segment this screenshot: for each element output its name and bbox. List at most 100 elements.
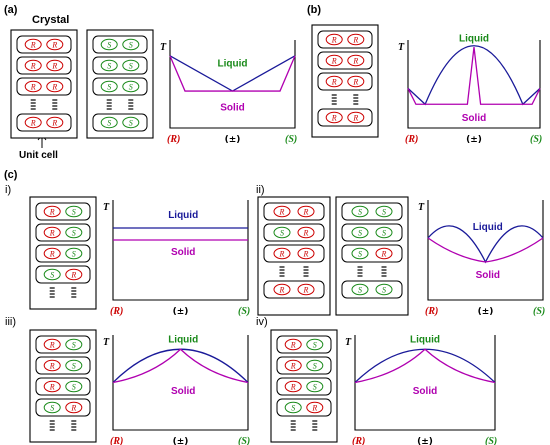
molecule-ellipse [100,80,118,93]
solidus-line [169,55,296,92]
molecule-ellipse [325,54,343,67]
solid-label: Solid [171,386,195,397]
molecule-label: R [51,40,57,49]
ellipsis-dashes [49,287,77,298]
molecule-ellipse [351,283,369,296]
molecule-ellipse [306,338,324,351]
molecule-label: R [381,249,387,258]
molecule-ellipse [325,111,343,124]
molecule-ellipse [65,268,83,281]
molecule-label: R [49,207,55,216]
x-label-r: (R) [425,306,438,317]
molecule-ellipse [65,338,83,351]
molecule-label: S [72,361,76,370]
ellipsis-dashes [331,94,359,105]
molecule-ellipse [347,111,365,124]
molecule-r: R [65,401,83,414]
molecule-r: R [46,80,64,93]
molecule-s: S [100,116,118,129]
molecule-s: S [43,268,61,281]
molecule-ellipse [347,33,365,46]
liquid-label: Liquid [168,210,198,221]
molecule-label: S [107,118,111,127]
molecule-ellipse [100,116,118,129]
molecule-label: R [290,382,296,391]
unit-cell-label: Unit cell [19,150,58,161]
molecule-ellipse [65,247,83,260]
molecule-label: S [107,61,111,70]
x-label-r: (R) [110,436,123,445]
liquid-label: Liquid [168,335,198,346]
liquid-label: Liquid [459,33,489,44]
molecule-label: S [291,403,295,412]
molecule-label: R [51,82,57,91]
molecule-ellipse [273,247,291,260]
molecule-label: R [352,35,358,44]
unit-cell-box [341,202,403,221]
molecule-label: R [303,285,309,294]
molecule-r: R [297,283,315,296]
molecule-s: S [306,338,324,351]
molecule-r: R [297,205,315,218]
molecule-label: S [358,228,362,237]
molecule-label: S [107,82,111,91]
molecule-ellipse [325,75,343,88]
x-label-r: (R) [352,436,365,445]
molecule-label: S [382,228,386,237]
x-label-s: (S) [533,306,545,317]
molecule-label: R [279,249,285,258]
unit-cell-box [263,280,325,299]
ellipsis-dashes [279,266,309,277]
molecule-label: S [50,403,54,412]
unit-cell-box [341,244,403,263]
molecule-s: S [43,401,61,414]
unit-cell-box [263,223,325,242]
axis-t-label: T [103,202,110,213]
molecule-label: S [382,207,386,216]
molecule-s: S [65,359,83,372]
panel-label-c: (c) [4,169,18,181]
x-label-racemic: (±) [173,307,189,317]
molecule-s: S [375,283,393,296]
molecule-ellipse [347,54,365,67]
graph-frame [169,40,296,129]
graph-frame [427,200,544,301]
molecule-label: S [280,228,284,237]
solid-label: Solid [413,386,437,397]
molecule-ellipse [351,205,369,218]
molecule-r: R [65,268,83,281]
unit-cell-box [263,244,325,263]
molecule-ellipse [273,283,291,296]
molecule-ellipse [284,401,302,414]
molecule-ellipse [65,226,83,239]
ellipsis-dashes [290,420,318,431]
molecule-s: S [122,38,140,51]
molecule-ellipse [306,380,324,393]
molecule-label: S [72,382,76,391]
molecule-ellipse [100,38,118,51]
unit-cell-box [341,223,403,242]
molecule-label: R [331,56,337,65]
molecule-s: S [273,226,291,239]
molecule-ellipse [24,38,42,51]
molecule-label: R [49,361,55,370]
molecule-s: S [100,80,118,93]
molecule-ellipse [375,205,393,218]
molecule-s: S [100,38,118,51]
